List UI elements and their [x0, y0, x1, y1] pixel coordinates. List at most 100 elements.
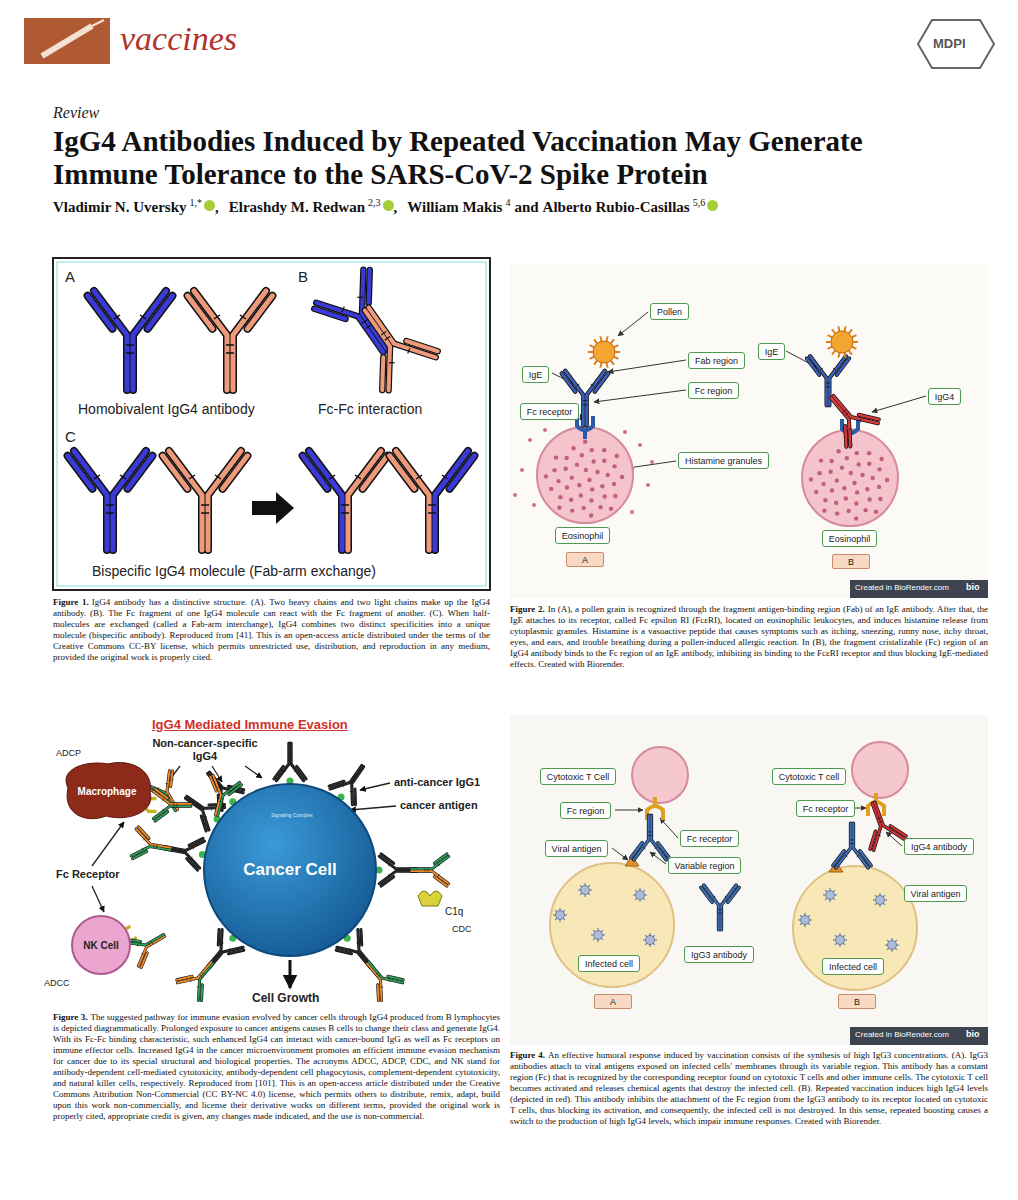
illustration-part	[425, 868, 426, 871]
illustration-part	[361, 955, 363, 957]
illustration-part	[634, 815, 649, 860]
illustration-part	[155, 812, 168, 821]
illustration-part	[350, 790, 353, 793]
illustration-part	[356, 941, 359, 944]
illustration-part	[92, 886, 104, 912]
illustration-part	[820, 368, 823, 370]
antibody-symbol	[833, 823, 871, 868]
node-label: Histamine granules	[685, 456, 762, 466]
granule-dot	[835, 511, 839, 515]
granule-dot	[835, 478, 839, 482]
illustration-part	[876, 896, 885, 905]
illustration-part	[612, 848, 628, 860]
granule-dot	[817, 471, 821, 475]
illustration-part	[653, 797, 657, 805]
granule-dot	[855, 490, 859, 494]
illustration-part	[416, 475, 422, 479]
antibody-symbol	[390, 451, 475, 550]
illustration-part	[370, 985, 385, 1001]
node-label: Fab region	[695, 356, 738, 366]
macrophage-shape: Macrophage	[58, 758, 156, 824]
granule-dot	[874, 509, 878, 513]
illustration-part	[438, 874, 440, 876]
illustration-part	[229, 948, 232, 951]
granule-dot	[879, 457, 883, 461]
granule-dot	[829, 459, 833, 463]
illustration-part	[807, 358, 819, 375]
cell-shape	[793, 866, 917, 990]
callout-box: Viral antigen	[904, 885, 967, 902]
illustration-part	[164, 771, 178, 787]
illustration-part	[819, 398, 863, 447]
granule-dot	[557, 505, 561, 509]
illustration-part	[196, 816, 212, 831]
paper-title: IgG4 Antibodies Induced by Repeated Vacc…	[53, 125, 915, 191]
illustration-part	[153, 845, 155, 848]
illustration-part	[562, 373, 576, 391]
antibody-symbol	[88, 291, 173, 390]
illustration-part	[648, 831, 652, 832]
illustration-part	[354, 929, 369, 945]
granule-dot	[552, 468, 556, 472]
complement-label: C1q	[445, 906, 463, 917]
illustration-part	[349, 948, 352, 951]
illustration-part	[354, 929, 369, 945]
author-line: Vladimir N. Uversky1,*,Elrashdy M. Redwa…	[53, 197, 993, 216]
figure-panel	[510, 715, 988, 1045]
histamine-dot	[528, 438, 532, 442]
illustration-part	[350, 806, 396, 810]
histamine-dot	[520, 468, 524, 472]
antibody-label: Non-cancer-specific IgG4	[150, 737, 260, 763]
illustration-part	[354, 270, 385, 303]
virus-symbol	[633, 888, 647, 902]
granule-dot	[605, 473, 609, 477]
illustration-part	[636, 891, 645, 900]
author-name: William Makis	[407, 199, 502, 215]
illustration-part	[388, 874, 390, 876]
antibody-symbol	[68, 451, 153, 550]
mechanism-label: ADCC	[44, 978, 70, 988]
illustration-part	[594, 931, 603, 940]
illustration-part	[379, 856, 417, 869]
illustration-part	[151, 941, 153, 944]
illustration-part	[888, 941, 897, 950]
illustration-part	[163, 849, 202, 868]
badge	[850, 1027, 988, 1045]
illustration-part	[162, 809, 164, 811]
illustration-part	[725, 896, 728, 898]
illustration-part	[713, 896, 716, 898]
antibody-symbol	[631, 815, 669, 860]
granule-dot	[823, 498, 827, 502]
granule-dot	[819, 458, 823, 462]
illustration-part	[291, 743, 304, 781]
illustration-part	[173, 803, 174, 806]
separator: ,	[394, 199, 398, 215]
illustration-part	[189, 475, 195, 479]
callout-box: IgE	[758, 343, 785, 360]
syringe-symbol	[42, 26, 92, 56]
granule-dot	[877, 467, 881, 471]
illustration-part	[583, 431, 587, 439]
illustration-part	[833, 368, 836, 370]
publisher-logo	[918, 20, 994, 68]
illustration-part	[434, 877, 447, 886]
granule-dot	[591, 459, 595, 463]
illustration-part	[859, 407, 879, 428]
histamine-dot	[646, 483, 650, 487]
virus-symbol	[798, 913, 812, 927]
granule-dot	[582, 506, 586, 510]
separator: ,	[215, 199, 219, 215]
illustration-part	[106, 504, 114, 506]
granule-dot	[595, 470, 599, 474]
node-label: Fc region	[695, 386, 733, 396]
illustration-part	[336, 944, 351, 960]
illustration-part	[314, 297, 345, 330]
granule-dot	[847, 509, 851, 513]
illustration-part	[381, 331, 386, 335]
callout-box: Viral antigen	[545, 840, 608, 857]
illustration-part	[406, 348, 412, 353]
caption-text: IgG4 antibody has a distinctive structur…	[53, 597, 490, 662]
callout-box: IgG4	[928, 388, 961, 405]
node-label: Fc receptor	[687, 834, 733, 844]
node-label: A	[610, 997, 616, 1007]
